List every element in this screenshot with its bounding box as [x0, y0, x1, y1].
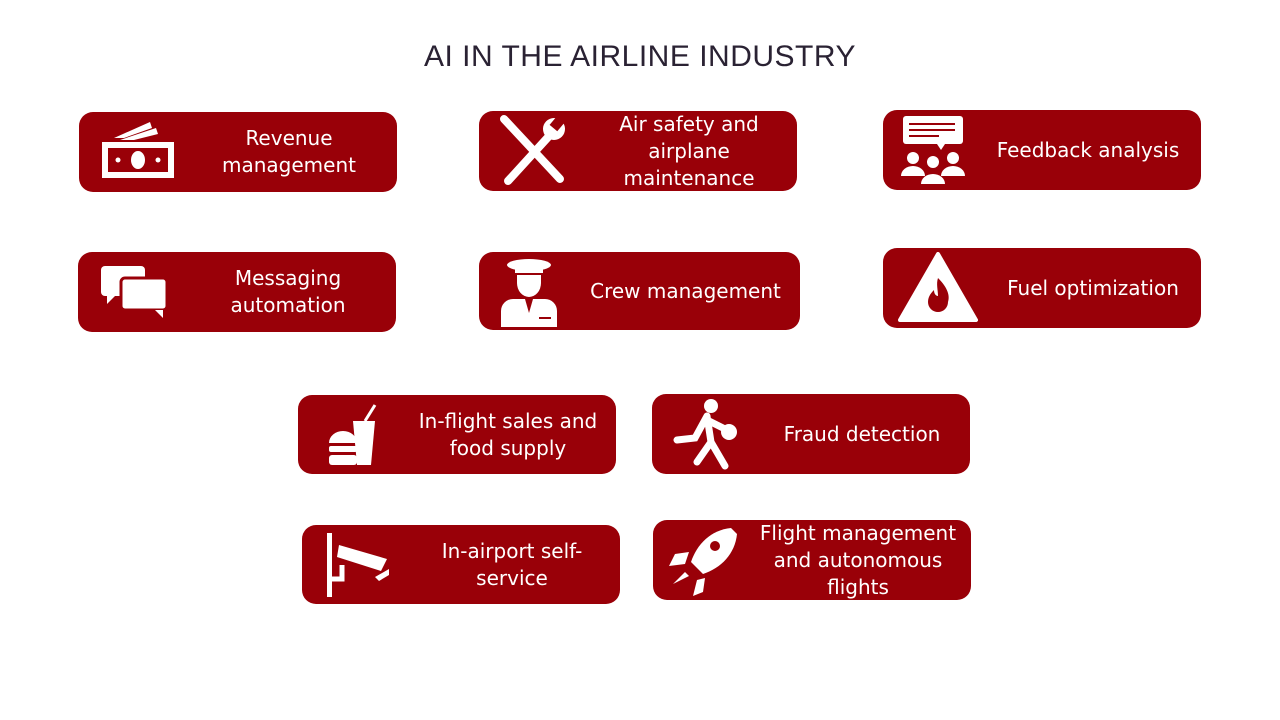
card-inflight-sales: In-flight sales and food supply: [298, 395, 616, 474]
card-crew-management: Crew management: [479, 252, 800, 330]
card-label: In-flight sales and food supply: [418, 408, 598, 460]
food-icon: [298, 395, 408, 475]
page-title: AI IN THE AIRLINE INDUSTRY: [424, 40, 856, 73]
money-icon: [79, 112, 189, 192]
fire-warning-icon: [883, 248, 993, 328]
card-fuel-optimization: Fuel optimization: [883, 248, 1201, 328]
card-label: Air safety and airplane maintenance: [619, 111, 759, 190]
tools-icon: [479, 111, 589, 191]
rocket-icon: [653, 520, 753, 600]
camera-icon: [302, 525, 412, 605]
card-in-airport-self-service: In-airport self-service: [302, 525, 620, 604]
card-label: In-airport self-service: [441, 538, 583, 590]
card-label: Fuel optimization: [1007, 275, 1179, 300]
card-label: Messaging automation: [230, 266, 346, 317]
card-label: Feedback analysis: [996, 137, 1180, 162]
pilot-icon: [479, 251, 579, 331]
feedback-icon: [883, 110, 983, 190]
card-revenue-management: Revenue management: [79, 112, 397, 192]
thief-icon: [652, 394, 762, 474]
card-feedback-analysis: Feedback analysis: [883, 110, 1201, 190]
card-flight-management: Flight management and autonomous flights: [653, 520, 971, 600]
card-fraud-detection: Fraud detection: [652, 394, 970, 474]
card-label: Flight management and autonomous flights: [759, 520, 957, 599]
card-label: Crew management: [590, 278, 781, 303]
card-air-safety: Air safety and airplane maintenance: [479, 111, 797, 191]
chat-icon: [78, 252, 188, 332]
card-messaging-automation: Messaging automation: [78, 252, 396, 332]
card-label: Fraud detection: [783, 421, 941, 446]
card-label: Revenue management: [222, 126, 356, 177]
